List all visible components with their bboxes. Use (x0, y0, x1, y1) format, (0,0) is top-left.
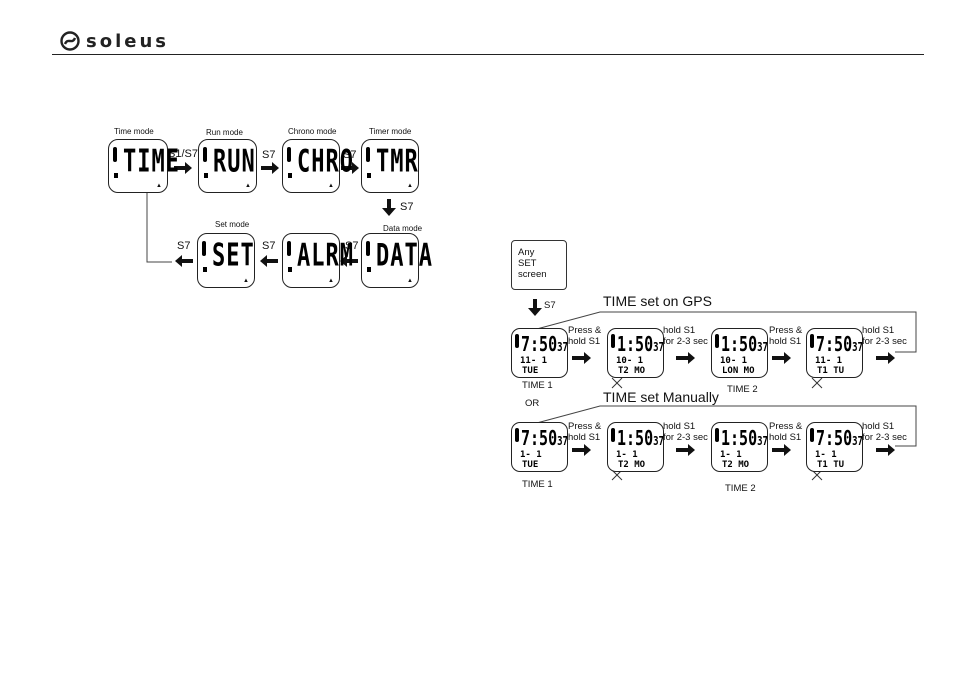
watch-time: 7:50 (521, 426, 558, 451)
watch-time: 1:50 (721, 332, 758, 357)
watch-day: TUE (522, 366, 539, 376)
press-hold-note: Press &hold S1 (769, 325, 803, 347)
any-set-screen-line: SET (518, 258, 537, 269)
brand-name: soleus (86, 30, 169, 52)
watch-seconds: 37 (852, 341, 863, 355)
watch-time: 7:50 (816, 332, 853, 357)
watch-date: 1- 1 (616, 450, 638, 460)
watch-screen-chrono: CHRO ▲ (282, 139, 353, 193)
watch-screen-set: SET ▲ (197, 233, 255, 288)
mode-label-chrono: Chrono mode (288, 127, 337, 136)
watch-screen-text: TMR (376, 145, 419, 180)
header-divider (52, 54, 924, 55)
or-label: OR (525, 398, 540, 409)
button-label-s1s7: S1/S7 (168, 148, 198, 160)
manual-watch-t1-flash: 7:5037 1- 1 T1 TU (806, 422, 863, 472)
watch-date: 1- 1 (720, 450, 742, 460)
button-label-s7: S7 (262, 149, 276, 161)
arrow-right-icon (174, 162, 192, 174)
watch-time: 7:50 (521, 332, 558, 357)
time1-label: TIME 1 (522, 479, 553, 490)
watch-seconds: 37 (653, 435, 664, 449)
any-set-screen-line: screen (518, 269, 547, 280)
watch-day: TUE (522, 460, 539, 470)
any-set-screen-line: Any (518, 247, 535, 258)
watch-screen-text: DATA (376, 239, 433, 274)
time1-label: TIME 1 (522, 380, 553, 391)
watch-screen-data: DATA ▲ (361, 233, 432, 288)
watch-date: 11- 1 (520, 356, 548, 366)
press-hold-note: Press &hold S1 (568, 325, 602, 347)
watch-screen-text: TIME (123, 145, 180, 180)
watch-date: 10- 1 (720, 356, 748, 366)
watch-day: T1 TU (817, 460, 845, 470)
gps-watch-t1-flash: 7:5037 11- 1 T1 TU (806, 328, 863, 378)
time2-label: TIME 2 (727, 384, 758, 395)
manual-watch-time2: 1:5037 1- 1 T2 MO (711, 422, 768, 472)
watch-seconds: 37 (557, 435, 568, 449)
watch-screen-alarm: ALRM ▲ (282, 233, 353, 288)
manual-watch-time1: 7:5037 1- 1 TUE (511, 422, 568, 472)
brand-logo: soleus (60, 30, 169, 52)
press-hold-note: Press &hold S1 (568, 421, 602, 443)
watch-seconds: 37 (557, 341, 568, 355)
mode-label-run: Run mode (206, 128, 243, 137)
watch-screen-text: RUN (213, 145, 256, 180)
watch-screen-timer: TMR ▲ (361, 139, 419, 193)
watch-date: 11- 1 (815, 356, 843, 366)
watch-time: 7:50 (816, 426, 853, 451)
watch-date: 1- 1 (815, 450, 837, 460)
button-label-s7: S7 (400, 201, 414, 213)
mode-label-timer: Timer mode (369, 127, 412, 136)
watch-time: 1:50 (617, 332, 654, 357)
mode-label-data: Data mode (383, 224, 423, 233)
manual-section-title: TIME set Manually (603, 389, 719, 405)
watch-seconds: 37 (757, 435, 768, 449)
watch-time: 1:50 (617, 426, 654, 451)
button-label-s7: S7 (343, 149, 357, 161)
button-label-s7: S7 (177, 240, 191, 252)
watch-screen-run: RUN ▲ (198, 139, 257, 193)
watch-day: T2 MO (618, 366, 646, 376)
any-set-screen-box: Any SET screen (511, 240, 567, 290)
mode-label-set: Set mode (215, 220, 250, 229)
watch-seconds: 37 (852, 435, 863, 449)
watch-day: T1 TU (817, 366, 845, 376)
mode-label-time: Time mode (114, 127, 154, 136)
button-label-s7: S7 (345, 240, 359, 252)
gps-watch-time2: 1:5037 10- 1 LON MO (711, 328, 768, 378)
watch-day: T2 MO (722, 460, 750, 470)
press-hold-note: Press &hold S1 (769, 421, 803, 443)
watch-screen-time: TIME ▲ (108, 139, 179, 193)
watch-screen-text: CHRO (297, 145, 354, 180)
soleus-logo-icon (60, 31, 80, 51)
watch-date: 10- 1 (616, 356, 644, 366)
watch-day: T2 MO (618, 460, 646, 470)
watch-time: 1:50 (721, 426, 758, 451)
watch-date: 1- 1 (520, 450, 542, 460)
watch-screen-text: SET (212, 239, 255, 274)
watch-screen-text: ALRM (297, 239, 354, 274)
watch-day: LON MO (722, 366, 755, 376)
gps-watch-time1: 7:5037 11- 1 TUE (511, 328, 568, 378)
manual-watch-t2-flash: 1:5037 1- 1 T2 MO (607, 422, 664, 472)
watch-seconds: 37 (653, 341, 664, 355)
gps-watch-t2-flash: 1:5037 10- 1 T2 MO (607, 328, 664, 378)
button-label-s7: S7 (544, 300, 556, 311)
gps-section-title: TIME set on GPS (603, 293, 712, 309)
button-label-s7: S7 (262, 240, 276, 252)
time2-label: TIME 2 (725, 483, 756, 494)
watch-seconds: 37 (757, 341, 768, 355)
